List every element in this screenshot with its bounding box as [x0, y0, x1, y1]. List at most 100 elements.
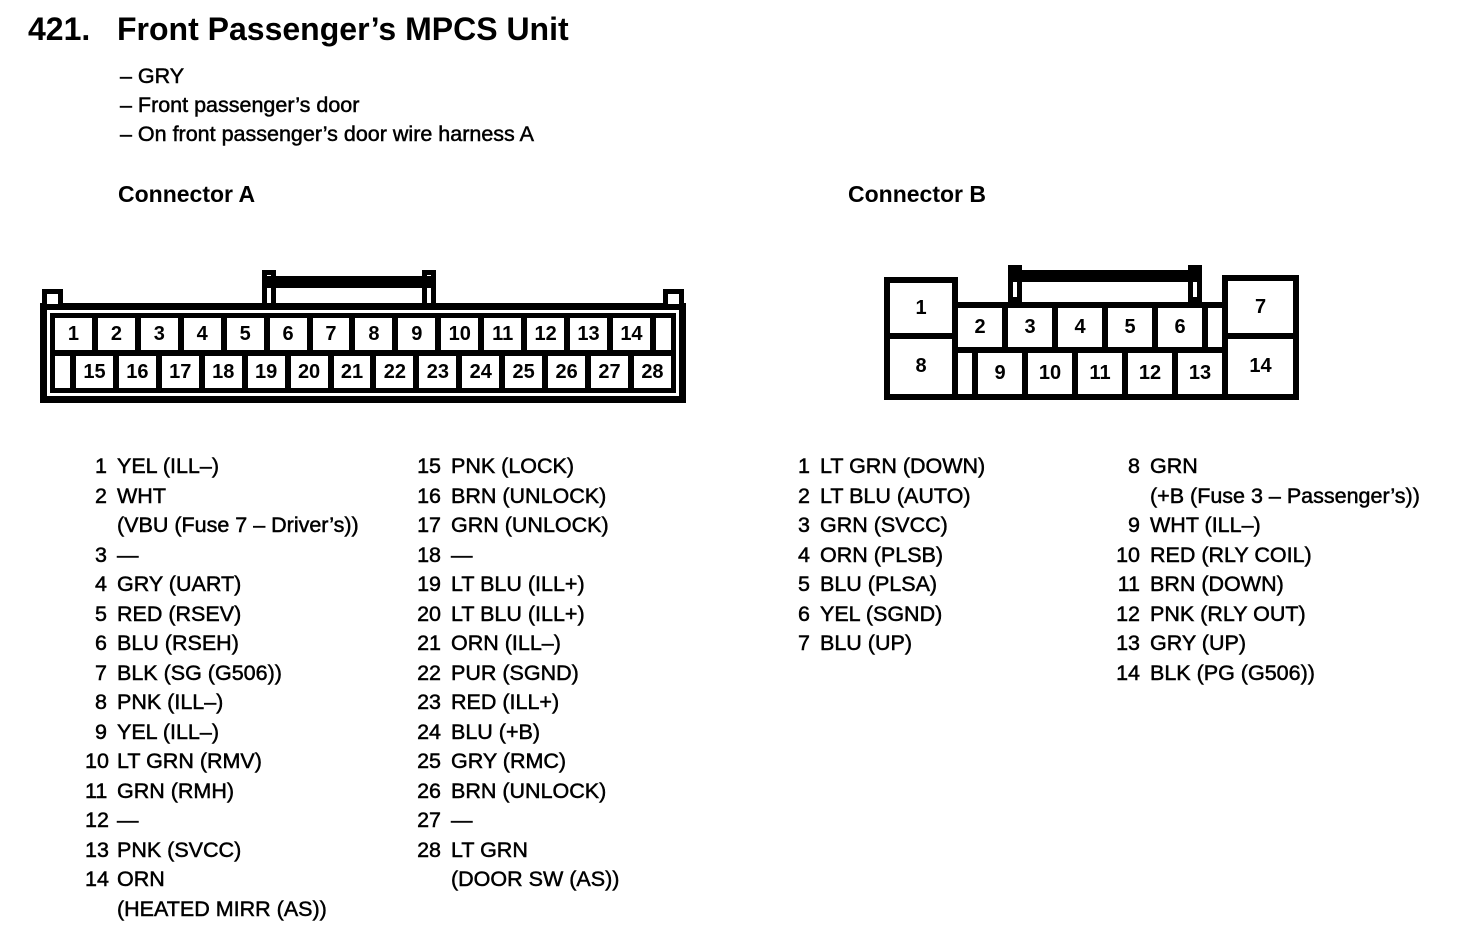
page-title: Front Passenger’s MPCS Unit [117, 11, 569, 47]
pin-cell: 4 [183, 318, 221, 350]
pin-number: 9 [95, 719, 107, 744]
pin-row: 4 ORN (PLSB) [788, 541, 985, 571]
pin-number: 12 [85, 808, 109, 832]
blank-cavity [655, 318, 671, 350]
pin-label: BLU (RSEH) [117, 631, 239, 655]
pin-cell: 7 [1222, 275, 1299, 339]
pin-number: 11 [85, 778, 108, 803]
pin-row: 12 — [85, 806, 359, 836]
bullet-item: – GRY [120, 64, 185, 89]
pin-label: LT BLU (ILL+) [451, 601, 585, 626]
connector-a-body: 1 2 3 4 5 6 7 8 [40, 303, 686, 403]
pin-row: 7 BLU (UP) [788, 629, 985, 659]
pin-label: (VBU (Fuse 7 – Driver’s)) [117, 513, 359, 537]
pin-label: PNK (SVCC) [117, 837, 242, 862]
pin-row: 1 YEL (ILL–) [85, 452, 359, 482]
pin-number: 10 [1116, 542, 1140, 567]
pin-label: GRN (RMH) [117, 778, 235, 803]
pin-number: 26 [417, 778, 441, 803]
pin-row: (VBU (Fuse 7 – Driver’s)) [85, 511, 359, 541]
pin-label: GRN (SVCC) [820, 513, 948, 537]
pin-cell: 21 [333, 356, 371, 388]
pin-cell: 18 [204, 356, 242, 388]
pin-label: LT BLU (AUTO) [820, 483, 971, 508]
connector-a-figure: 1 2 3 4 5 6 7 8 [40, 263, 688, 403]
pin-row: 16 BRN (UNLOCK) [413, 482, 619, 512]
pin-label: YEL (ILL–) [117, 719, 219, 744]
pin-cell: 1 [884, 277, 958, 339]
pin-row: 28 LT GRN [413, 836, 619, 866]
pin-label: BLU (PLSA) [820, 572, 938, 596]
pin-row: 17 GRN (UNLOCK) [413, 511, 619, 541]
pin-number: 8 [1128, 454, 1140, 478]
pin-label: ORN (ILL–) [451, 631, 561, 655]
pin-cell: 10 [1022, 347, 1078, 400]
pin-cell: 14 [612, 318, 650, 350]
pin-cell: 2 [97, 318, 135, 350]
pin-label: ORN (PLSB) [820, 542, 944, 567]
pin-label: YEL (ILL–) [117, 454, 219, 478]
pin-cell: 6 [269, 318, 307, 350]
pin-row: 1 LT GRN (DOWN) [788, 452, 986, 482]
connector-a-corner-tab-right [663, 289, 684, 309]
pin-number: 20 [417, 601, 441, 626]
pin-label: RED (RLY COIL) [1150, 542, 1312, 567]
pin-row: (HEATED MIRR (AS)) [85, 895, 359, 925]
pin-number: 21 [417, 631, 441, 655]
pin-number: 15 [417, 454, 441, 478]
pin-cell: 23 [419, 356, 457, 388]
pin-label: (+B (Fuse 3 – Passenger’s)) [1150, 483, 1420, 508]
pin-cell: 7 [312, 318, 350, 350]
pin-row: 14 BLK (PG (G506)) [1112, 659, 1420, 689]
pin-label: — [451, 542, 473, 567]
pin-row: 6 BLU (RSEH) [85, 629, 359, 659]
pin-cell: 10 [441, 318, 479, 350]
pin-cell: 2 [952, 302, 1008, 353]
pin-label: PNK (ILL–) [117, 690, 224, 714]
pin-number: 1 [798, 454, 810, 478]
pin-cell: 15 [76, 356, 113, 388]
blank-cavity [55, 356, 70, 388]
pin-number: 13 [1116, 631, 1140, 655]
pin-cell: 12 [1122, 347, 1178, 400]
pin-cell: 8 [355, 318, 393, 350]
pin-number: 6 [798, 601, 810, 626]
pin-label: WHT [117, 483, 166, 508]
pin-label: ORN [117, 867, 165, 891]
pin-number: 6 [95, 631, 107, 655]
bullet-item: – On front passenger’s door wire harness… [120, 122, 534, 147]
pin-number: 16 [417, 483, 441, 508]
pin-number: 4 [95, 572, 107, 596]
pin-number: 17 [417, 513, 441, 537]
section-number: 421. [28, 11, 91, 47]
pin-number: 8 [95, 690, 107, 714]
pin-label: LT GRN (DOWN) [820, 454, 986, 478]
pin-row: 25 GRY (RMC) [413, 747, 619, 777]
pin-number: 27 [417, 808, 441, 832]
pin-number: 1 [95, 454, 107, 478]
pin-cell: 20 [290, 356, 328, 388]
pin-number: 9 [1128, 513, 1140, 537]
pin-number: 23 [417, 690, 441, 714]
pin-label: — [117, 808, 139, 832]
pin-label: GRY (UART) [117, 572, 242, 596]
pin-cell: 14 [1222, 333, 1299, 400]
pin-number: 12 [1116, 601, 1140, 626]
pin-row: 11 BRN (DOWN) [1112, 570, 1420, 600]
pin-cell: 3 [1002, 302, 1058, 353]
pin-label: LT BLU (ILL+) [451, 572, 585, 596]
pin-row: 11 GRN (RMH) [85, 777, 359, 807]
pin-row: 10 LT GRN (RMV) [85, 747, 359, 777]
pin-cell: 28 [633, 356, 671, 388]
pin-number: 25 [417, 749, 441, 773]
pin-number: 14 [1116, 660, 1140, 685]
pin-row: 2 WHT [85, 482, 359, 512]
pin-row: 2 LT BLU (AUTO) [788, 482, 985, 512]
pin-label: (DOOR SW (AS)) [451, 867, 620, 891]
pin-cell: 17 [161, 356, 199, 388]
pin-row: 18 — [413, 541, 619, 571]
pin-number: 7 [95, 660, 107, 685]
pin-row: 24 BLU (+B) [413, 718, 619, 748]
pin-row: 3 GRN (SVCC) [788, 511, 985, 541]
